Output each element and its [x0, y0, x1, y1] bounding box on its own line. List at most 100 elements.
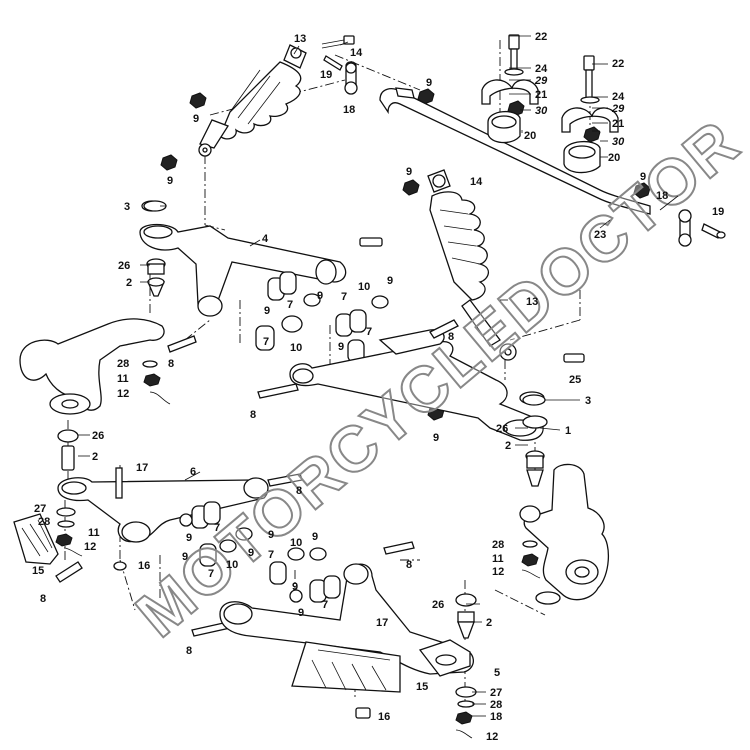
callout-label: 7: [263, 336, 269, 348]
callout-label: 15: [416, 681, 428, 693]
callout-label: 3: [585, 395, 591, 407]
hardware-right-lower: [355, 686, 477, 739]
callout-label: 20: [608, 152, 620, 164]
callout-label: 8: [296, 485, 302, 497]
callout-label: 8: [168, 358, 174, 370]
callout-label: 9: [387, 275, 393, 287]
nut-9-items: [160, 88, 651, 421]
callout-label: 16: [378, 711, 390, 723]
callout-label: 2: [126, 277, 132, 289]
hardware-left-lower: [55, 507, 127, 571]
callout-label: 9: [406, 166, 412, 178]
callout-label: 18: [490, 711, 502, 723]
callout-label: 21: [612, 118, 624, 130]
callout-label: 7: [341, 291, 347, 303]
callout-label: 9: [426, 77, 432, 89]
callout-label: 8: [406, 559, 412, 571]
callout-label: 1: [565, 425, 571, 437]
callout-label: 22: [612, 58, 624, 70]
callout-label: 25: [569, 374, 581, 386]
skid-plate-right: [291, 641, 401, 693]
callout-label: 9: [248, 547, 254, 559]
callout-label: 30: [535, 105, 548, 117]
callout-label: 9: [193, 113, 199, 125]
shock-absorber-left: [198, 44, 307, 157]
callout-labels: 13 14 19 18 9 9 9 22 24 29 21 30 20 22 2…: [32, 31, 724, 743]
callout-label: 8: [40, 593, 46, 605]
callout-label: 12: [117, 388, 129, 400]
callout-label: 29: [534, 75, 548, 87]
callout-label: 9: [264, 305, 270, 317]
lower-a-arm-left: [57, 467, 269, 543]
callout-label: 2: [92, 451, 98, 463]
skid-plate-left: [13, 513, 59, 565]
callout-label: 15: [32, 565, 44, 577]
hardware-left-upper: [142, 360, 171, 405]
callout-label: 7: [366, 326, 372, 338]
callout-label: 10: [290, 342, 302, 354]
callout-label: 10: [358, 281, 370, 293]
callout-label: 9: [268, 529, 274, 541]
callout-label: 9: [182, 551, 188, 563]
callout-label: 9: [312, 531, 318, 543]
callout-label: 27: [34, 503, 46, 515]
callout-label: 30: [612, 136, 625, 148]
callout-label: 9: [167, 175, 173, 187]
bushings-upper-middle: [255, 271, 389, 363]
lower-a-arm-right: [219, 563, 474, 677]
shock-absorber-right: [427, 169, 517, 361]
callout-label: 26: [92, 430, 104, 442]
callout-label: 7: [322, 599, 328, 611]
callout-label: 9: [640, 171, 646, 183]
stabilizer-bar: [379, 87, 651, 215]
hardware-right-middle: [521, 540, 541, 579]
bushings-lower-left: [179, 501, 253, 567]
callout-label: 9: [317, 290, 323, 302]
callout-label: 12: [492, 566, 504, 578]
callout-label: 26: [118, 260, 130, 272]
callout-label: 26: [432, 599, 444, 611]
callout-label: 13: [526, 296, 538, 308]
callout-label: 4: [262, 233, 269, 245]
callout-label: 7: [287, 299, 293, 311]
callout-label: 7: [208, 568, 214, 580]
callout-label: 2: [486, 617, 492, 629]
bolt-14-top-left: [321, 35, 355, 49]
clamp-bushing-set-upper: [481, 34, 539, 144]
upper-a-arm-left: [139, 223, 383, 317]
callout-label: 24: [535, 63, 548, 75]
callout-label: 11: [117, 373, 129, 385]
callout-label: 11: [88, 527, 100, 539]
callout-label: 22: [535, 31, 547, 43]
callout-label: 21: [535, 89, 547, 101]
callout-label: 9: [292, 581, 298, 593]
callout-label: 19: [320, 69, 332, 81]
callout-label: 2: [505, 440, 511, 452]
link-rod-18-top: [323, 55, 358, 95]
callout-label: 13: [294, 33, 306, 45]
callout-leaders: [78, 35, 679, 717]
callout-label: 9: [338, 341, 344, 353]
callout-label: 28: [492, 539, 504, 551]
link-rod-18-right: [678, 209, 726, 247]
callout-label: 29: [611, 103, 625, 115]
callout-label: 8: [448, 331, 454, 343]
callout-label: 27: [490, 687, 502, 699]
callout-label: 19: [712, 206, 724, 218]
callout-label: 20: [524, 130, 536, 142]
bushings-lower-right: [269, 547, 341, 603]
callout-label: 28: [117, 358, 129, 370]
callout-label: 10: [226, 559, 238, 571]
callout-label: 14: [350, 47, 363, 59]
callout-label: 9: [433, 432, 439, 444]
callout-label: 24: [612, 91, 625, 103]
callout-label: 17: [376, 617, 388, 629]
callout-label: 17: [136, 462, 148, 474]
clamp-bushing-set-right: [561, 55, 619, 174]
ball-joint-lower-right: [455, 593, 477, 639]
callout-label: 23: [594, 229, 606, 241]
callout-label: 9: [186, 532, 192, 544]
steering-knuckle-right: [519, 463, 609, 605]
ball-joint-right-upper: [522, 415, 548, 487]
